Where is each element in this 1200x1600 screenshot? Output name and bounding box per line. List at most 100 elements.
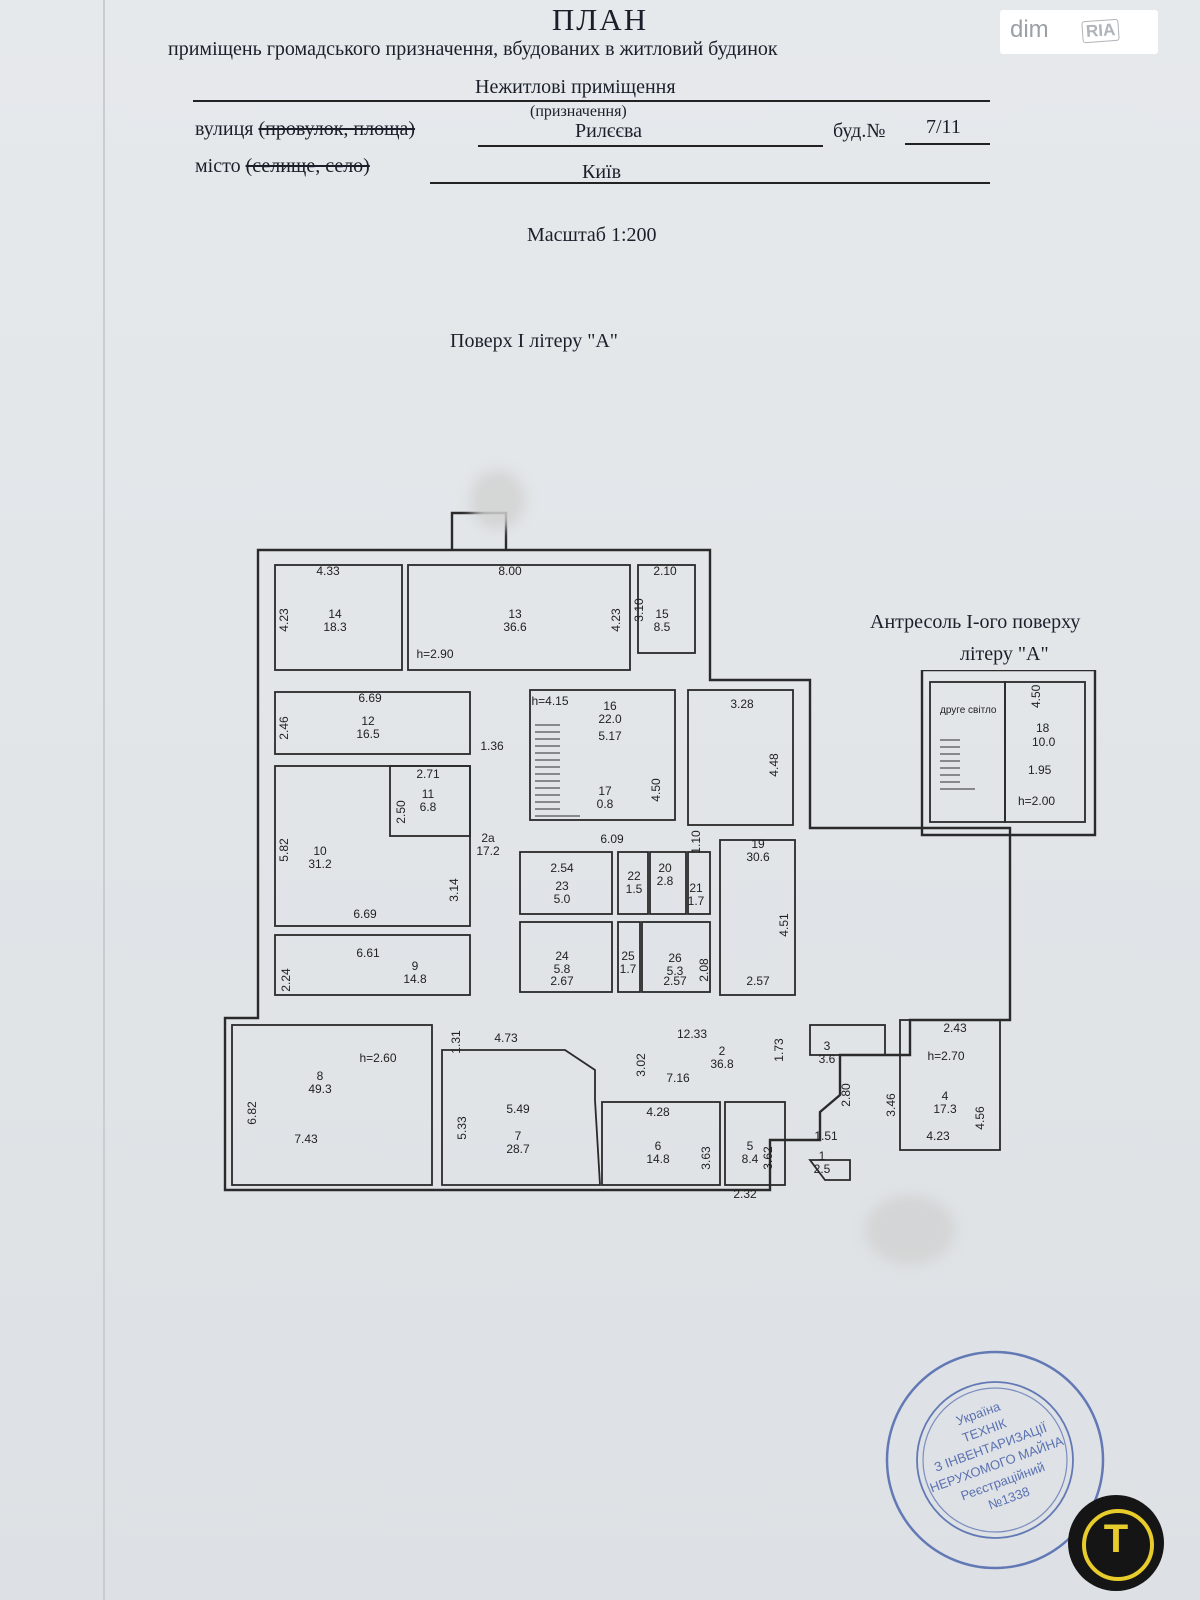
room-1-outline (808, 1159, 851, 1181)
building-value: 7/11 (926, 116, 961, 138)
dimension-d_2_50: 2.50 (394, 800, 408, 824)
room-24-area: 5.8 (554, 962, 571, 976)
stairs-icon (535, 724, 580, 817)
room-11-area: 6.8 (420, 800, 437, 814)
dimension-h_2_70: h=2.70 (927, 1049, 964, 1063)
room-21-outline (687, 851, 711, 915)
room-14-number: 14 (328, 607, 342, 621)
purpose-hint: (призначення) (530, 103, 627, 120)
corner-badge-icon[interactable]: T (1068, 1495, 1164, 1591)
dimension-d_5_49: 5.49 (506, 1102, 530, 1116)
dimension-d_3_63: 3.63 (699, 1146, 713, 1170)
room-6-number: 6 (655, 1139, 662, 1153)
document-subtitle: приміщень громадського призначення, вбуд… (168, 38, 778, 60)
room-3-outline (809, 1024, 886, 1056)
room-9-area: 14.8 (403, 972, 427, 986)
room-5-area: 8.4 (742, 1152, 759, 1166)
room-7-area: 28.7 (506, 1142, 530, 1156)
room-2a-number: 2a (481, 831, 495, 845)
dimension-d_2_24: 2.24 (279, 968, 293, 992)
mz-dim-1-95: 1.95 (1028, 763, 1052, 777)
dimension-d_4_23a: 4.23 (277, 608, 291, 632)
room-23-number: 23 (555, 879, 569, 893)
room-22-area: 1.5 (626, 882, 643, 896)
purpose-underline (193, 100, 990, 102)
dimension-h_4_15: h=4.15 (531, 694, 568, 708)
street-underline (478, 145, 823, 147)
mezzanine-void-label: друге світло (940, 705, 997, 716)
room-2a-area: 17.2 (476, 844, 500, 858)
mezzanine-wall (920, 670, 1097, 837)
dimension-d_2_80: 2.80 (839, 1083, 853, 1107)
room-26-number: 26 (668, 951, 682, 965)
room-17-number: 17 (598, 784, 612, 798)
dimension-d_2_32: 2.32 (733, 1187, 757, 1201)
dimension-d_6_69b: 6.69 (353, 907, 377, 921)
room-15-number: 15 (655, 607, 669, 621)
dimension-d_2_54: 2.54 (550, 861, 574, 875)
dimension-d_4_33: 4.33 (316, 564, 340, 578)
room-4-area: 17.3 (933, 1102, 957, 1116)
room-21-area: 1.7 (688, 894, 705, 908)
mezzanine-void-outline (929, 681, 1006, 823)
room-24-outline (519, 921, 613, 993)
room-15-outline (637, 564, 696, 654)
city-underline (430, 182, 990, 184)
room-26-outline (641, 921, 711, 993)
dimension-d_4_50a: 4.50 (649, 778, 663, 802)
room-25-area: 1.7 (620, 962, 637, 976)
room-8-outline (231, 1024, 433, 1186)
dimension-h_2_90: h=2.90 (416, 647, 453, 661)
room-17-area: 0.8 (597, 797, 614, 811)
room-25-number: 25 (621, 949, 635, 963)
document-title: ПЛАН (551, 2, 649, 37)
room-9-number: 9 (412, 959, 419, 973)
dimension-d_4_23b: 4.23 (609, 608, 623, 632)
room-19-lower-outline (719, 839, 796, 996)
room-25-outline (617, 921, 641, 993)
city-value: Київ (582, 161, 622, 183)
room-4-number: 4 (942, 1089, 949, 1103)
room-13-area: 36.6 (503, 620, 527, 634)
room-19-area: 30.6 (746, 850, 770, 864)
dimension-d_12_33: 12.33 (677, 1027, 707, 1041)
room-4-outline (899, 1019, 1001, 1151)
room-18-area: 10.0 (1032, 735, 1056, 749)
room-9-outline (274, 934, 471, 996)
room-16-area: 22.0 (598, 712, 622, 726)
room-3-number: 3 (824, 1039, 831, 1053)
street-label: вулиця (провулок, площа) (195, 118, 416, 140)
room-22-outline (617, 851, 649, 915)
mz-dim-4-50: 4.50 (1029, 684, 1043, 708)
room-5-outline (724, 1101, 786, 1186)
blur-patch (470, 470, 525, 530)
room-5-number: 5 (747, 1139, 754, 1153)
room-20-area: 2.8 (657, 874, 674, 888)
dimension-d_3_46: 3.46 (884, 1093, 898, 1117)
dimension-d_6_61: 6.61 (356, 946, 380, 960)
mezzanine-plan: друге світло 4.50 18 10.0 1.95 h=2.00 (920, 670, 1097, 837)
building-underline (905, 143, 990, 145)
blur-patch (865, 1195, 955, 1265)
dimension-d_4_51: 4.51 (777, 913, 791, 937)
room-13-number: 13 (508, 607, 522, 621)
room-8-number: 8 (317, 1069, 324, 1083)
room-labels: 1418.31336.6158.51216.51622.0170.8116.81… (308, 607, 957, 1176)
room-21-number: 21 (689, 881, 703, 895)
dimension-d_1_31: 1.31 (449, 1030, 463, 1054)
room-12-area: 16.5 (356, 727, 380, 741)
room-3-area: 3.6 (819, 1052, 836, 1066)
scale-label: Масштаб 1:200 (527, 224, 657, 246)
room-20-number: 20 (658, 861, 672, 875)
room-10-number: 10 (313, 844, 327, 858)
dimension-d_2_57b: 2.57 (746, 974, 770, 988)
room-2-area: 36.8 (710, 1057, 734, 1071)
dimension-d_3_14: 3.14 (447, 878, 461, 902)
dimension-d_7_43: 7.43 (294, 1132, 318, 1146)
dimension-d_2_08: 2.08 (697, 958, 711, 982)
dimension-d_7_16: 7.16 (666, 1071, 690, 1085)
dimension-d_4_56: 4.56 (973, 1106, 987, 1130)
dimension-d_3_10: 3.10 (632, 598, 646, 622)
dimension-d_4_23c: 4.23 (926, 1129, 950, 1143)
